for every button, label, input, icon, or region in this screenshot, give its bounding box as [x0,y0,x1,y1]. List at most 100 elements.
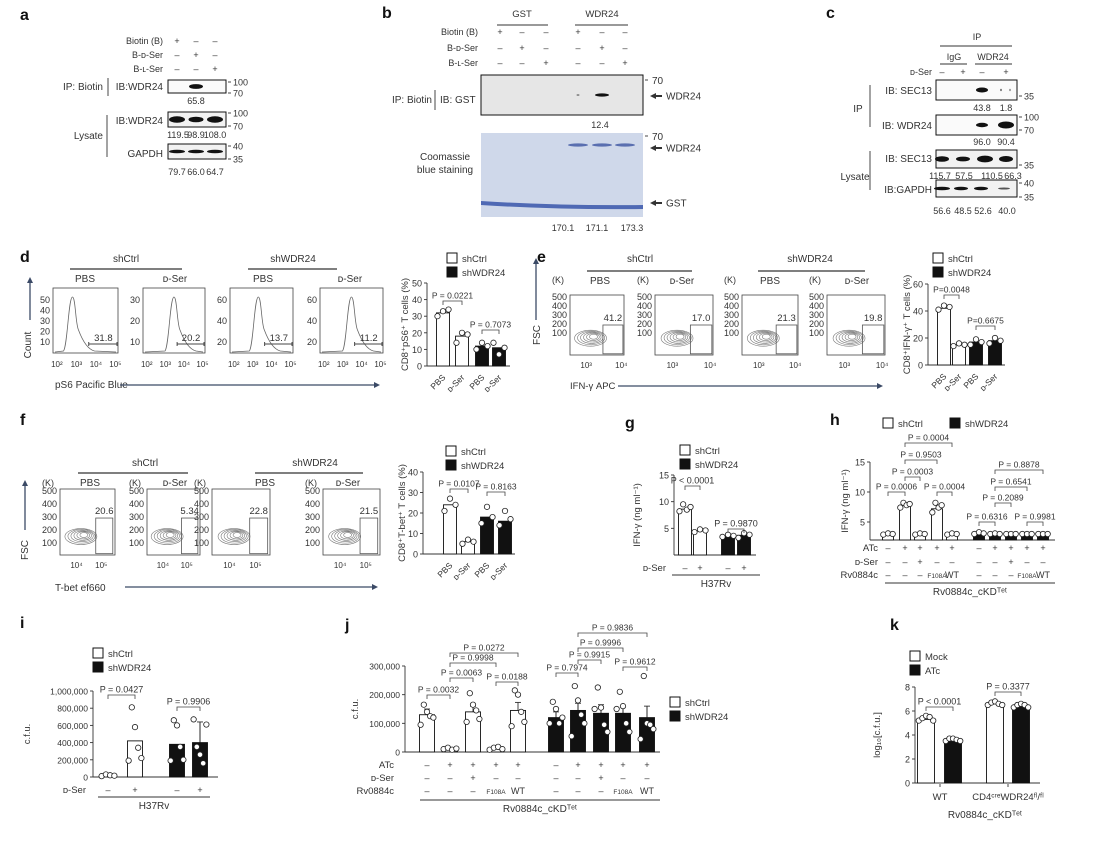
condition-label: ᴅ-Ser [670,276,695,287]
y-tick-label: 30 [412,312,422,322]
treatment-sign: – [553,773,558,783]
panel-label: k [890,617,899,634]
treatment-sign: + [902,543,907,553]
legend-label: shWDR24 [462,268,505,279]
condition-label: ᴅ-Ser [845,276,870,287]
treatment-sign: – [519,58,524,68]
treatment-sign: + [598,760,603,770]
legend-label: shWDR24 [461,461,504,472]
y-axis-label: c.f.u. [350,699,361,720]
significance-bracket [684,485,701,490]
x-tick-label: 10⁵ [196,360,208,369]
gate-percentage: 20.2 [182,333,201,344]
text-label: IB:WDR24 [116,82,164,93]
panel-label: f [20,412,26,429]
treatment-sign: + [622,58,627,68]
contour-line [343,532,352,538]
gate-box [775,324,798,355]
text-label: 115.7 [929,171,951,181]
group-label: H37Rv [701,579,732,590]
significance-bracket [426,694,451,699]
gate-percentage: 41.2 [604,313,623,324]
y-tick-label: 400,000 [57,738,88,748]
y-tick-label: 60 [217,295,227,305]
y-tick-label: 300 [194,512,209,522]
treatment-sign: – [193,36,198,46]
histogram-plot [52,287,119,354]
x-tick-label: 10⁴ [178,360,191,369]
data-point [938,502,945,509]
significance-bracket [904,442,953,447]
y-tick-label: 400 [724,301,739,311]
significance-bracket [449,488,469,493]
contour-line [832,329,866,347]
contour-line [232,532,242,538]
y-axis-label: Count [23,331,34,358]
data-point [950,342,957,350]
treatment-sign: + [193,50,198,60]
text-label: IP [853,104,863,115]
contour-line [844,333,859,341]
data-point [604,728,611,736]
y-tick-label: 500 [637,292,652,302]
data-point [591,705,598,713]
treatment-sign: + [598,773,603,783]
x-tick-label: 10⁴ [223,561,236,570]
data-point [434,313,441,320]
data-point [935,306,942,313]
data-point [619,703,627,710]
treatment-sign: – [447,786,452,796]
y-tick-label: 400 [194,499,209,509]
data-point [521,718,528,726]
significance-bracket [449,677,474,682]
histogram-curve [144,296,204,353]
flow-plot [322,488,381,556]
data-point [1025,704,1032,711]
bar-open [678,508,692,556]
treatment-sign: + [917,557,922,567]
x-tick-label: 10⁴ [615,361,628,370]
significance-bracket [975,325,996,330]
y-axis-label: IFN-γ (ng ml⁻¹) [840,469,851,533]
bar-open [510,709,526,753]
gate-box [181,517,199,555]
x-tick-label: 10² [228,360,240,369]
x-tick-label: 10² [51,360,63,369]
p-value-label: P = 0.6316 [966,512,1007,522]
protein-band [1009,88,1011,92]
mw-marker: 100 [233,109,248,119]
treatment-sign: + [447,760,452,770]
treatment-sign: – [622,43,627,53]
contour-line [226,530,245,541]
y-tick-label: 10 [40,337,50,347]
treatment-row-label: Biotin (B) [126,36,163,46]
y-tick-label: 200 [194,525,209,535]
treatment-sign: + [949,543,954,553]
flow-plot [211,488,271,556]
band-quantification: 98.9 [187,130,205,140]
y-tick-label: 200,000 [57,755,88,765]
data-point [430,714,437,721]
data-point [929,509,936,516]
protein-band [169,149,185,154]
protein-band [592,143,612,147]
treatment-sign: – [934,557,939,567]
y-tick-label: 300 [305,512,320,522]
p-value-label: P = 0.8163 [475,482,516,492]
significance-bracket [449,662,497,667]
treatment-sign: – [992,570,997,580]
data-point [1028,530,1035,538]
data-point [453,745,460,752]
x-axis-label: IFN-γ APC [570,381,616,392]
data-point [476,715,483,723]
gate-percentage: 11.2 [360,333,378,344]
data-point [125,757,132,764]
protein-band [207,149,223,154]
text-label: 110.5 [981,171,1003,181]
mw-marker: 40 [1024,179,1034,189]
band-quantification: 64.7 [206,167,224,177]
band-quantification: 79.7 [168,167,186,177]
data-point [696,526,704,533]
treatment-sign: – [497,43,502,53]
bar-dark [498,520,512,555]
